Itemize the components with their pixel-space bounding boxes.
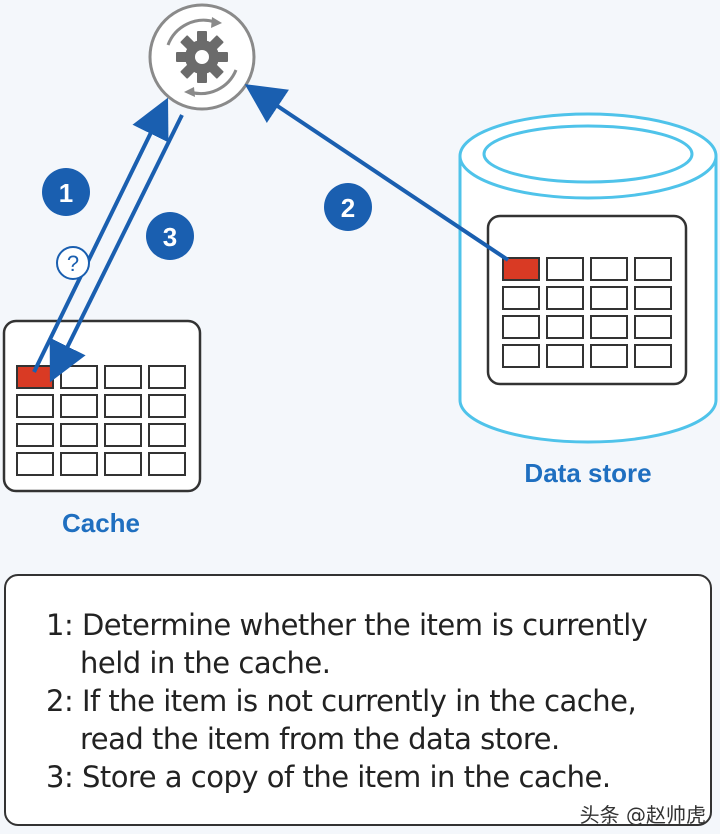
data-store-cell xyxy=(634,315,672,339)
cache-cell xyxy=(60,423,98,447)
svg-text:?: ? xyxy=(67,251,79,276)
legend-line-4: read the item from the data store. xyxy=(80,722,560,756)
data-store-cell xyxy=(634,286,672,310)
data-store-cell xyxy=(546,344,584,368)
cache-cell xyxy=(148,423,186,447)
svg-text:3: 3 xyxy=(163,222,177,252)
cache-cell xyxy=(60,394,98,418)
watermark: 头条 @赵帅虎 xyxy=(579,803,706,827)
data-store-cell xyxy=(590,286,628,310)
step-badge-1: 1 xyxy=(42,168,90,216)
cache-cell xyxy=(148,365,186,389)
cache-cell xyxy=(104,365,142,389)
step1-arrow xyxy=(32,97,169,373)
legend-line-2: held in the cache. xyxy=(80,646,331,680)
cache-cell xyxy=(16,394,54,418)
step-badge-2: 2 xyxy=(324,183,372,231)
data-store-cell xyxy=(546,315,584,339)
cache-cell xyxy=(148,452,186,476)
data-store-cell xyxy=(590,257,628,281)
legend-line-3: 2: If the item is not currently in the c… xyxy=(46,684,637,718)
data-store-cell xyxy=(634,257,672,281)
data-store-cell xyxy=(546,257,584,281)
data-store-cell xyxy=(502,344,540,368)
legend-line-5: 3: Store a copy of the item in the cache… xyxy=(46,760,611,794)
legend-line-1: 1: Determine whether the item is current… xyxy=(46,608,648,642)
cache-table xyxy=(2,319,202,493)
app-gear-icon xyxy=(148,3,256,111)
legend-box xyxy=(4,574,712,826)
cache-cell xyxy=(104,394,142,418)
data-store-cell xyxy=(590,315,628,339)
step-badge-3: 3 xyxy=(146,212,194,260)
cache-cell xyxy=(16,452,54,476)
step2-arrow xyxy=(244,84,510,262)
data-store-cell xyxy=(590,344,628,368)
data-store-cell xyxy=(502,315,540,339)
cache-cell xyxy=(16,423,54,447)
step3-arrow xyxy=(49,114,184,383)
svg-text:1: 1 xyxy=(59,178,73,208)
cache-label: Cache xyxy=(62,508,140,538)
question-mark-badge: ? xyxy=(56,246,90,280)
svg-text:2: 2 xyxy=(341,193,355,223)
data-store-table xyxy=(486,214,688,386)
cache-cell xyxy=(60,365,98,389)
data-store-highlighted-cell xyxy=(502,257,540,281)
cache-cell xyxy=(104,452,142,476)
data-store-cell xyxy=(634,344,672,368)
cache-cell xyxy=(104,423,142,447)
cache-cell xyxy=(60,452,98,476)
data-store-cell xyxy=(502,286,540,310)
data-store-cell xyxy=(546,286,584,310)
cache-cell xyxy=(148,394,186,418)
data-store-label: Data store xyxy=(524,458,651,488)
